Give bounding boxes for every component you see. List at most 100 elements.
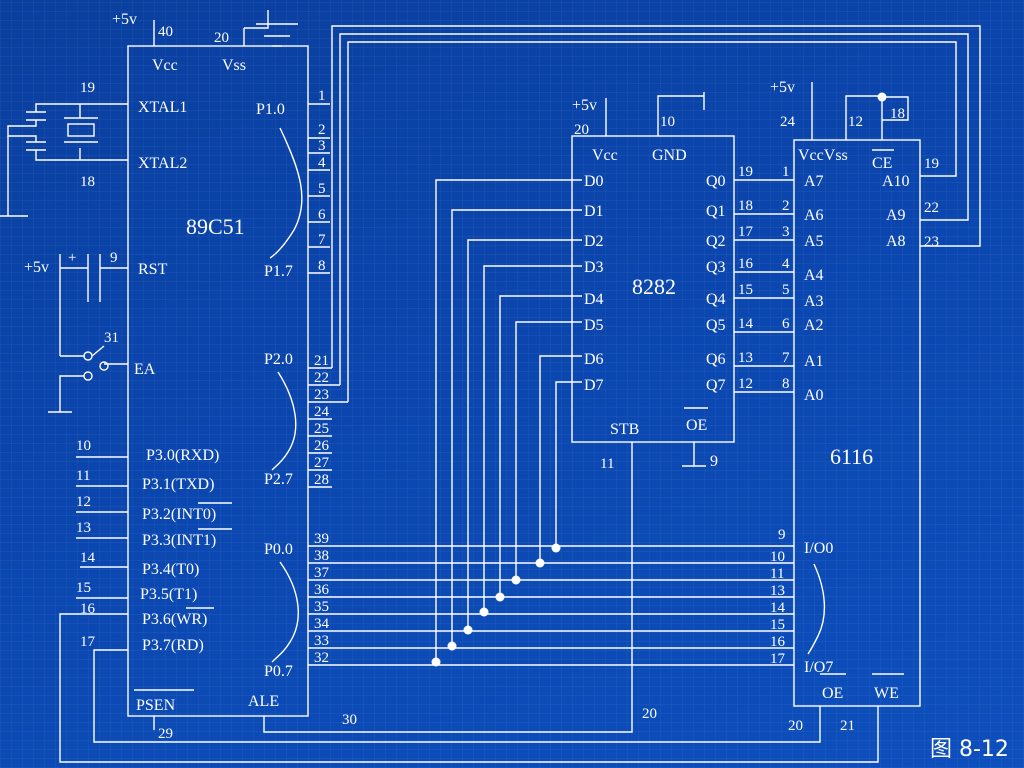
p0-pin-37: 37 bbox=[314, 565, 330, 581]
crystal-symbol bbox=[67, 123, 95, 137]
p1-bracket bbox=[269, 127, 303, 259]
8282-d3: D3 bbox=[584, 259, 604, 276]
8282-stb-pin: 11 bbox=[600, 456, 614, 472]
ale-stb-wire bbox=[263, 470, 633, 733]
ea-pin: 31 bbox=[104, 330, 119, 346]
p3-7-label: P3.7(RD) bbox=[142, 637, 204, 654]
8282-q2: Q2 bbox=[706, 233, 726, 250]
8282-d7: D7 bbox=[584, 377, 604, 394]
6116-a9: A9 bbox=[886, 207, 906, 224]
6116-a4: A4 bbox=[804, 267, 824, 284]
6116-supply-label: +5v bbox=[770, 79, 795, 96]
6116-vcc-pin: 24 bbox=[780, 114, 796, 130]
8282-gnd-wire bbox=[657, 95, 704, 136]
p0-pin-38: 38 bbox=[314, 548, 329, 564]
6116-a9-pin: 22 bbox=[924, 200, 939, 216]
p17-label: P1.7 bbox=[264, 263, 293, 280]
figure-caption: 图 8-12 bbox=[930, 737, 1009, 762]
io-bracket bbox=[807, 563, 826, 655]
p2-pin-23: 23 bbox=[314, 387, 329, 403]
p2-pin-28: 28 bbox=[314, 472, 329, 488]
chip-89c51-body bbox=[127, 45, 309, 717]
8282-q4: Q4 bbox=[706, 291, 726, 308]
p2-pin-27: 27 bbox=[314, 455, 330, 471]
ea-label: EA bbox=[134, 361, 156, 378]
xtal-ground-wire bbox=[7, 120, 37, 142]
xtal1-label: XTAL1 bbox=[138, 99, 187, 116]
8282-vcc-pin: 20 bbox=[574, 122, 589, 138]
ale-pin: 30 bbox=[342, 712, 357, 728]
8282-d4: D4 bbox=[584, 291, 604, 308]
stb-wire-label: 20 bbox=[642, 706, 657, 722]
p3-pin-15: 15 bbox=[76, 580, 91, 596]
xtal2-wire bbox=[35, 150, 128, 161]
junction-dot bbox=[479, 607, 489, 617]
rst-supply-label: +5v bbox=[24, 259, 49, 276]
6116-io0-label: I/O0 bbox=[804, 540, 833, 557]
tap-d1 bbox=[451, 209, 582, 646]
p3-pin-16: 16 bbox=[80, 601, 96, 617]
8282-oe-pin: 9 bbox=[710, 453, 718, 470]
switch-contact bbox=[83, 371, 93, 381]
port2-pins: 21 22 23 24 25 26 27 28 bbox=[308, 353, 348, 488]
wire-a8 bbox=[331, 25, 981, 368]
p1-pin-8: 8 bbox=[318, 258, 326, 274]
6116-address-pins: 1 A7 2 A6 3 A5 4 A4 5 A3 6 A2 7 A1 8 A0 bbox=[782, 164, 824, 404]
high-address-wires bbox=[331, 25, 981, 402]
6116-a8: A8 bbox=[886, 233, 906, 250]
6116-io-pin-15: 15 bbox=[770, 617, 785, 633]
p0-pin-32: 32 bbox=[314, 650, 329, 666]
chip-6116-body bbox=[793, 139, 921, 707]
tap-d6 bbox=[539, 355, 582, 563]
p1-pin-2: 2 bbox=[318, 122, 326, 138]
port0-pins: 39 38 37 36 35 34 33 32 bbox=[314, 531, 330, 666]
wr-wire bbox=[59, 613, 879, 763]
p3-pin-13: 13 bbox=[76, 520, 91, 536]
8282-q-pin-15: 15 bbox=[738, 282, 753, 298]
p07-label: P0.7 bbox=[264, 663, 293, 680]
6116-ce-label: CE bbox=[872, 155, 892, 172]
8282-vcc-label: Vcc bbox=[592, 147, 618, 164]
6116-a-pin-3: 3 bbox=[782, 224, 790, 240]
rd-wire bbox=[93, 649, 821, 743]
8282-to-6116-address: 19 18 17 16 15 14 13 12 bbox=[734, 164, 794, 393]
8282-q0: Q0 bbox=[706, 173, 726, 190]
6116-a0: A0 bbox=[804, 387, 824, 404]
6116-io-pin-10: 10 bbox=[770, 549, 785, 565]
p0-pin-33: 33 bbox=[314, 633, 329, 649]
6116-a-pin-8: 8 bbox=[782, 376, 790, 392]
tap-d5 bbox=[515, 321, 582, 580]
6116-a-pin-6: 6 bbox=[782, 316, 790, 332]
6116-a1: A1 bbox=[804, 353, 824, 370]
junction-dot bbox=[535, 558, 545, 568]
6116-a-pin-4: 4 bbox=[782, 256, 790, 272]
junction-dot bbox=[463, 625, 473, 635]
xtal1-pin: 19 bbox=[80, 80, 95, 96]
6116-a6: A6 bbox=[804, 207, 824, 224]
p1-pin-7: 7 bbox=[318, 232, 326, 248]
6116-ce-pin: 18 bbox=[890, 106, 905, 122]
6116-io7-label: I/O7 bbox=[804, 659, 833, 676]
tap-d3 bbox=[483, 265, 582, 612]
6116-vss-ce-wire bbox=[845, 95, 883, 140]
rst-pin: 9 bbox=[110, 250, 118, 266]
6116-io-pin-13: 13 bbox=[770, 583, 785, 599]
8282-gnd-pin: 10 bbox=[660, 114, 675, 130]
p3-pin-10: 10 bbox=[76, 438, 91, 454]
6116-vccvss-label: VccVss bbox=[798, 147, 848, 164]
p20-label: P2.0 bbox=[264, 351, 293, 368]
tap-d0 bbox=[435, 179, 582, 662]
8282-d6: D6 bbox=[584, 351, 604, 368]
6116-io-pin-16: 16 bbox=[770, 634, 786, 650]
xtal2-pin: 18 bbox=[80, 174, 95, 190]
6116-vss-pin: 12 bbox=[848, 114, 863, 130]
p3-pin-17: 17 bbox=[80, 634, 96, 650]
8282-q-pin-14: 14 bbox=[738, 316, 754, 332]
psen-pin: 29 bbox=[158, 726, 173, 742]
p0-pin-34: 34 bbox=[314, 616, 330, 632]
8282-q7: Q7 bbox=[706, 377, 726, 394]
6116-a-pin-2: 2 bbox=[782, 198, 790, 214]
6116-a3: A3 bbox=[804, 293, 824, 310]
p3-5-label: P3.5(T1) bbox=[140, 586, 197, 603]
p3-4-label: P3.4(T0) bbox=[142, 561, 199, 578]
